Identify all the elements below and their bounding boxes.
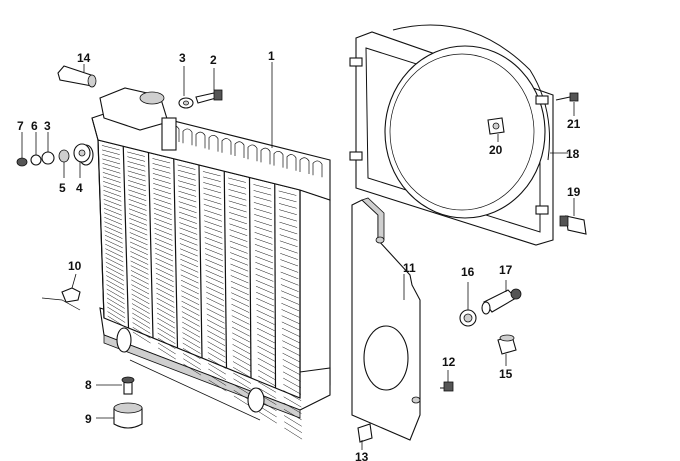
callout-6: 6	[31, 119, 38, 133]
callout-3-left: 3	[44, 119, 51, 133]
top-washer-and-bolt	[178, 89, 223, 109]
bottom-clip	[357, 423, 373, 443]
temperature-switch	[481, 288, 522, 315]
clip-nut	[487, 117, 505, 135]
drain-plug	[41, 287, 81, 311]
plug-part	[497, 334, 517, 355]
callout-17: 17	[499, 263, 513, 277]
callout-12: 12	[442, 355, 456, 369]
bracket-bolt	[440, 381, 454, 392]
left-fastener-stack	[16, 143, 91, 167]
callout-18: 18	[566, 147, 580, 161]
callout-1: 1	[268, 49, 275, 63]
sealing-ring	[459, 309, 477, 327]
callout-14: 14	[77, 51, 91, 65]
shroud-screw	[555, 92, 579, 102]
radiator-core	[78, 87, 331, 440]
callout-2: 2	[210, 53, 217, 67]
mount-parts	[113, 376, 143, 429]
hose-part	[57, 65, 97, 88]
callout-16: 16	[461, 265, 475, 279]
leader-lines	[21, 62, 575, 450]
callout-11: 11	[403, 261, 416, 275]
callout-5: 5	[59, 181, 66, 195]
fan-shroud	[349, 24, 554, 246]
callout-3-top: 3	[179, 51, 186, 65]
callout-15: 15	[499, 367, 513, 381]
callout-13: 13	[355, 450, 369, 461]
callout-20: 20	[489, 143, 503, 157]
callout-4: 4	[76, 181, 83, 195]
callout-labels: 1 2 3 14 7 6 3 5 4 10 8 9 11 12 13 16 17…	[17, 49, 581, 461]
callout-19: 19	[567, 185, 581, 199]
callout-7: 7	[17, 119, 24, 133]
callout-21: 21	[567, 117, 581, 131]
callout-8: 8	[85, 378, 92, 392]
shroud-clip	[559, 215, 587, 235]
side-bracket	[351, 197, 421, 441]
callout-9: 9	[85, 412, 92, 426]
callout-10: 10	[68, 259, 82, 273]
